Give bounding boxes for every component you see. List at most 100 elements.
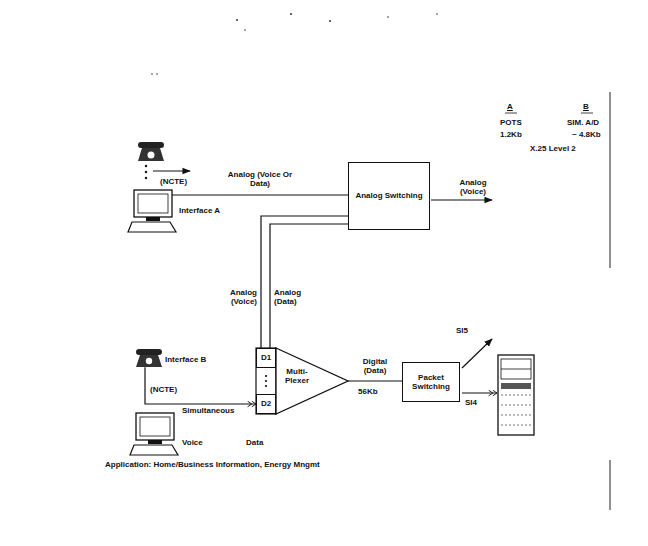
host-computer-rack-part (501, 415, 531, 416)
connector-label: Digital (Data) (352, 357, 398, 375)
connector-line (172, 194, 348, 195)
host-computer-rack-part (501, 405, 531, 406)
dotted-link (145, 165, 147, 179)
terminal-icon-part (148, 440, 162, 444)
scan-specks-part (244, 29, 246, 31)
annotation-label: Data (246, 438, 263, 447)
phone-arrow-part (153, 170, 190, 171)
node-text: Packet Switching (405, 373, 457, 391)
channel-column (256, 348, 276, 414)
annotation-label: SI4 (465, 398, 477, 407)
node-text: Multi-Plexer (278, 367, 316, 385)
node-text: Interface B (165, 355, 206, 364)
host-computer-rack-part (501, 383, 531, 389)
scan-specks-part (290, 13, 292, 15)
terminal-icon-part (140, 417, 170, 436)
annotation-label: (NCTE) (160, 177, 187, 186)
telephone-icon-part (136, 349, 162, 355)
connector-label: Analog (Data) (274, 288, 320, 306)
annotation-label: A (507, 102, 513, 111)
channel-dot (265, 380, 267, 382)
host-computer-rack-part (501, 425, 531, 426)
multiplexer-node: D1D2 Multi-Plexer (256, 348, 348, 414)
host-computer-rack-part (501, 395, 531, 396)
telephone-icon (136, 349, 162, 367)
process-box: Packet Switching (402, 362, 460, 402)
si4-arrow (462, 393, 497, 394)
legend-underlines-part (581, 113, 593, 114)
scan-specks-part (236, 19, 238, 21)
right-margin-line-part (610, 460, 611, 510)
channel-box: D2 (256, 394, 276, 414)
annotation-label: 56Kb (358, 387, 378, 396)
telephone-icon-part (136, 355, 162, 367)
scan-specks-part (151, 73, 153, 75)
connector-line (348, 380, 402, 381)
host-computer-rack-part (498, 355, 534, 435)
si5-arrow-part (462, 339, 492, 368)
annotation-label: SI5 (456, 326, 468, 335)
node-text: D2 (261, 399, 271, 408)
terminal-icon-part (136, 413, 174, 440)
connector-line (145, 367, 256, 404)
terminal-icon (128, 190, 176, 232)
terminal-icon-part (146, 217, 160, 221)
caption-text: Application: Home/Business Information, … (105, 460, 320, 469)
connector-label: Analog (Voice) (211, 288, 257, 306)
dotted-link-part (145, 165, 147, 167)
right-margin-line-part (610, 92, 611, 268)
terminal-icon-part (134, 190, 172, 217)
terminal-icon-part (138, 194, 168, 213)
terminal-icon-part (130, 445, 178, 455)
connector-line (261, 216, 348, 348)
process-box: Analog Switching (348, 162, 430, 230)
connector-line (270, 224, 348, 348)
telephone-icon-part (148, 152, 155, 159)
si5-arrow (462, 339, 492, 368)
terminal-icon (130, 413, 178, 455)
annotation-label: B (583, 102, 589, 111)
si4-arrow-part (462, 392, 497, 393)
annotation-label: (NCTE) (150, 385, 177, 394)
right-margin-line (610, 92, 611, 510)
channel-dot (265, 375, 267, 377)
multiplexer-triangle (276, 348, 348, 414)
telephone-icon-part (146, 358, 152, 364)
telephone-icon-part (138, 142, 164, 148)
annotation-label: Simultaneous (182, 406, 234, 415)
scan-specks-part (156, 73, 158, 75)
telephone-node: Interface B (133, 348, 206, 367)
connector-label: Analog (Voice Or Data) (220, 170, 300, 188)
node-text: Analog Switching (355, 191, 422, 200)
annotation-label: ~ 4.8Kb (572, 130, 601, 139)
node-text: Interface A (179, 206, 220, 215)
legend-underlines-part (505, 113, 517, 114)
scan-specks-part (436, 13, 438, 15)
scan-specks-part (329, 20, 331, 22)
annotation-label: 1.2Kb (500, 130, 522, 139)
channel-dot (265, 385, 267, 387)
scan-specks (151, 13, 438, 75)
annotation-label: X.25 Level 2 (530, 144, 576, 153)
analog-output-arrow-part (431, 199, 492, 200)
dotted-link-part (145, 177, 147, 179)
scan-specks-part (387, 16, 389, 18)
annotation-label: POTS (500, 118, 522, 127)
host-computer-rack (498, 355, 534, 435)
terminal-node: Interface A (133, 190, 220, 218)
telephone-icon-part (138, 148, 164, 161)
terminal-icon-part (128, 222, 176, 232)
dotted-link-part (145, 171, 147, 173)
annotation-label: Voice (182, 438, 203, 447)
node-text: D1 (261, 353, 271, 362)
telephone-icon (138, 142, 164, 161)
host-computer-rack-part (501, 369, 531, 370)
host-computer-rack-part (501, 359, 531, 379)
annotation-label: Analog (Voice) (450, 178, 496, 196)
analog-output-arrow (431, 200, 492, 201)
legend-underlines (505, 113, 593, 114)
phone-arrow (153, 171, 190, 172)
annotation-label: SIM. A/D (567, 118, 599, 127)
